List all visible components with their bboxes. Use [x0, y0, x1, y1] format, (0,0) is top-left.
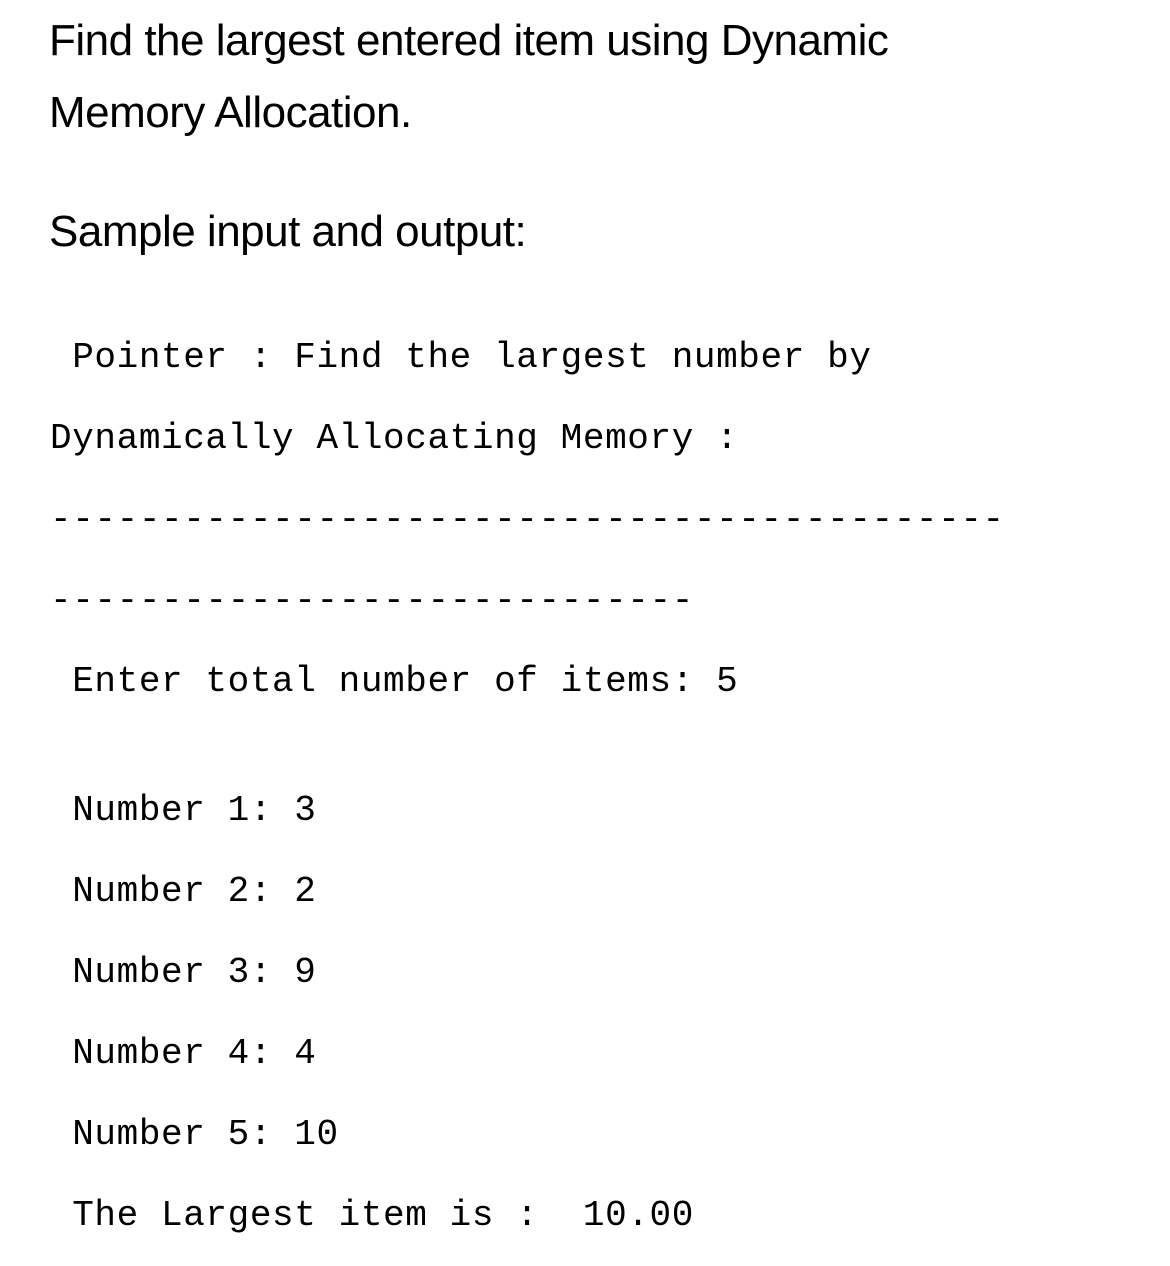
page-title-line-2: Memory Allocation.	[49, 88, 412, 137]
console-header-line-1: Pointer : Find the largest number by	[50, 337, 872, 378]
console-number-line: Number 4: 4	[50, 1033, 317, 1074]
console-number-line: Number 5: 10	[50, 1114, 339, 1155]
console-separator-line-2: -----------------------------	[50, 580, 694, 621]
console-result-line: The Largest item is : 10.00	[50, 1195, 694, 1236]
console-header-line-2: Dynamically Allocating Memory :	[50, 418, 739, 459]
section-subtitle: Sample input and output:	[49, 207, 527, 256]
console-number-line: Number 3: 9	[50, 952, 317, 993]
console-separator-line-1: ----------------------------------------…	[50, 499, 1005, 540]
console-total-prompt: Enter total number of items: 5	[50, 661, 739, 702]
console-number-line: Number 1: 3	[50, 790, 317, 831]
console-number-line: Number 2: 2	[50, 871, 317, 912]
page-title-line-1: Find the largest entered item using Dyna…	[49, 16, 889, 65]
